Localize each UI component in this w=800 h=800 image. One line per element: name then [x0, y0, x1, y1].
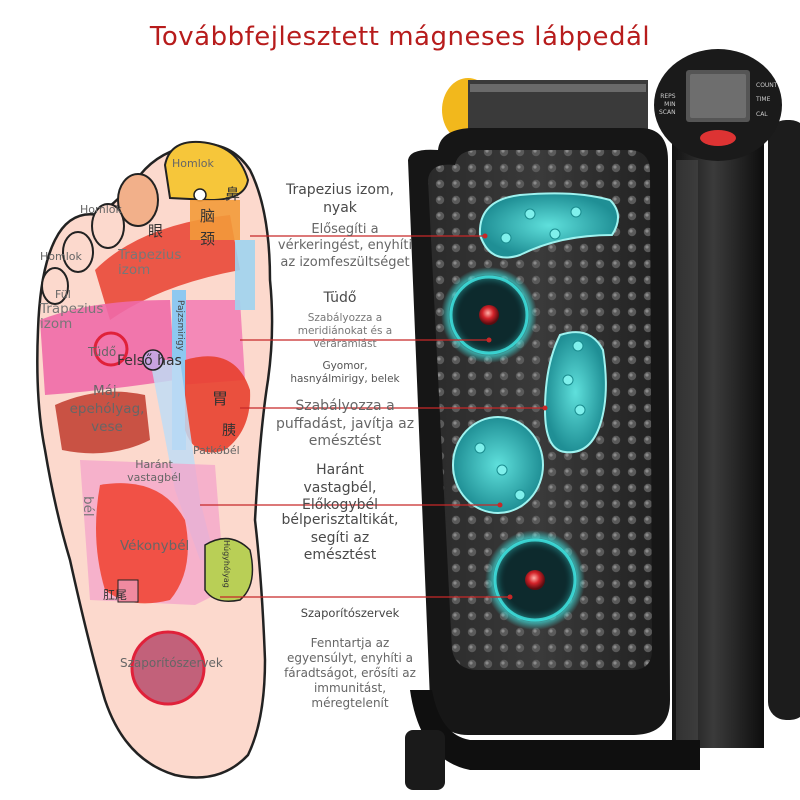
toe-dot — [193, 188, 207, 202]
toe-3 — [91, 203, 125, 249]
toe-5 — [41, 267, 69, 305]
zone-label-szaporitoszervek: Szaporítószervek — [120, 656, 223, 670]
zone-label-hugyholyag: Húgyhólyag — [222, 540, 231, 588]
pad-toes — [478, 192, 619, 259]
display-button[interactable] — [700, 130, 736, 146]
device-base — [410, 690, 700, 770]
callout-reproductive-desc: Fenntartja az egyensúlyt, enyhíti a fára… — [284, 636, 416, 710]
zone-label-homlok-2: Homlok — [80, 203, 122, 216]
panel-label-count: COUNT — [756, 82, 778, 89]
cn-label-eye: 眼 — [148, 222, 164, 240]
display-unit — [654, 49, 782, 161]
panel-label-scan: SCAN — [659, 108, 676, 116]
zone-label-tudo: Tüdő — [88, 345, 117, 359]
cn-label-pancreas: 胰 — [222, 423, 236, 439]
cn-label-nose: 鼻 — [225, 185, 241, 203]
callout-tudo-desc: Szabályozza a meridiánokat és a véráraml… — [297, 312, 393, 351]
pad-arch — [543, 331, 607, 454]
pedal-device — [405, 49, 800, 790]
toe-big — [163, 140, 250, 202]
callout-colon-title: Haránt vastagbél, Előkogybél — [301, 462, 379, 513]
zone-trapezius — [95, 215, 240, 320]
toe-4 — [62, 231, 94, 273]
panel-label-min: MIN — [664, 100, 676, 108]
callout-stomach-desc: Szabályozza a puffadást, javítja az emés… — [275, 398, 415, 449]
magnet-icon — [479, 305, 499, 325]
zone-small-intestine — [96, 483, 188, 604]
callout-reproductive-title: Szaporítószervek — [300, 606, 400, 620]
zone-label-trapezius-left: Trapezius izom — [40, 301, 104, 332]
cn-label-rectum: 肛尾 — [103, 588, 128, 602]
zone-label-pajzsmirigy: Pajzsmirigy — [175, 300, 185, 351]
panel-label-cal: CAL — [756, 110, 768, 118]
cn-label-brain: 脑 — [200, 207, 216, 225]
toe-2 — [117, 173, 159, 227]
pad-mid — [452, 416, 544, 514]
panel-right-labels: COUNT TIME CAL — [756, 79, 777, 122]
zone-stomach — [185, 356, 251, 453]
zone-reproductive — [130, 630, 206, 706]
zone-label-vekonybel: Vékonybél — [120, 538, 190, 554]
zone-label-trapezius-inner: Trapezius izom — [118, 247, 182, 278]
zone-label-maj: Máj, epehólyag, vese — [69, 383, 145, 436]
zone-lung — [40, 300, 175, 395]
cn-label-neck: 颈 — [200, 230, 216, 248]
zone-label-vastag-vertical: bél — [80, 496, 96, 517]
cn-label-stomach: 胃 — [212, 389, 229, 408]
page-title: Továbbfejlesztett mágneses lábpedál — [149, 22, 651, 52]
zone-label-felso-has: Felső has — [117, 353, 182, 369]
zone-label-homlok-3: Homlok — [40, 250, 82, 263]
callout-tudo-title: Tüdő — [323, 290, 357, 306]
callout-colon-desc: bélperisztaltikát, segíti az emésztést — [281, 512, 399, 563]
callout-stomach-title: Gyomor, hasnyálmirigy, belek — [290, 360, 400, 386]
callout-lines — [200, 235, 545, 598]
magnet-icon-lower — [525, 570, 545, 590]
zone-liver — [55, 391, 150, 454]
zone-bladder — [204, 537, 254, 602]
panel-label-reps: REPS — [660, 93, 676, 100]
zone-label-homlok-top: Homlok — [172, 157, 214, 170]
zone-label-patkobel: Patkóbél — [193, 444, 240, 457]
second-pedal-edge — [768, 120, 800, 720]
callout-trapezius-desc: Elősegíti a vérkeringést, enyhíti az izo… — [277, 222, 413, 270]
zone-label-harant: Haránt vastagbél — [127, 458, 181, 485]
panel-label-time: TIME — [756, 96, 771, 104]
zone-label-ful: Fül — [55, 288, 71, 301]
foot-reflexology-map — [36, 140, 274, 779]
callout-trapezius-title: Trapezius izom, nyak — [285, 182, 395, 216]
panel-left-labels: REPS MIN SCAN — [659, 93, 676, 116]
